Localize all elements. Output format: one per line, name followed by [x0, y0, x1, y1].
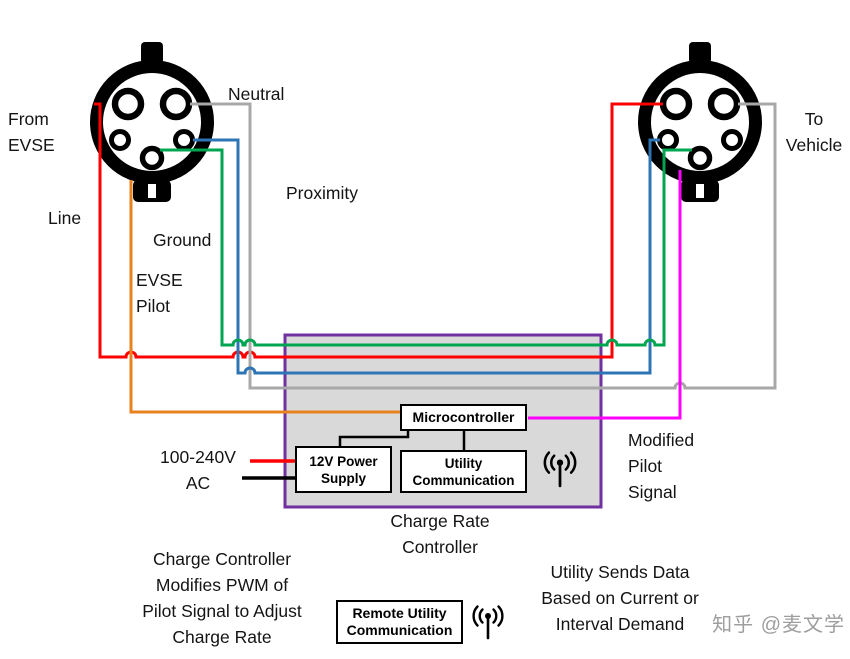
- wire-ground: [160, 148, 692, 347]
- note-charge-controller: Charge Controller Modifies PWM of Pilot …: [142, 549, 302, 647]
- evse-connector: [90, 42, 214, 202]
- remote-utility-communication-box: Remote Utility Communication: [336, 600, 463, 644]
- label-ground: Ground: [153, 230, 212, 250]
- label-modified-pilot-signal: Modified Pilot Signal: [628, 430, 695, 502]
- connector-pin-proximity: [721, 129, 743, 151]
- wire-modified-pilot: [528, 170, 682, 420]
- antenna-icon: [472, 605, 504, 640]
- wire-evse-pilot: [129, 180, 400, 414]
- connector-top-tab: [689, 42, 711, 64]
- connector-notch: [148, 184, 156, 198]
- connector-pin-proximity: [173, 129, 195, 151]
- wire-proximity: [193, 138, 660, 375]
- note-utility-data: Utility Sends Data Based on Current or I…: [541, 562, 699, 634]
- vehicle-connector: [638, 42, 762, 202]
- label-ac-input: 100-240V AC: [160, 447, 236, 493]
- connector-pin-line: [111, 87, 145, 121]
- connector-notch: [696, 184, 704, 198]
- connector-pin-pilot: [109, 129, 131, 151]
- antenna-icon: [543, 451, 577, 488]
- microcontroller-box: Microcontroller: [400, 404, 527, 431]
- connector-pin-pilot: [657, 129, 679, 151]
- label-to-vehicle: To Vehicle: [785, 109, 843, 155]
- label-line: Line: [48, 208, 82, 228]
- watermark-zhihu: 知乎 @麦文学: [712, 614, 845, 636]
- connector-pin-neutral: [159, 87, 193, 121]
- utility-communication-box: Utility Communication: [400, 450, 527, 493]
- connector-pin-line: [659, 87, 693, 121]
- label-from-evse: From EVSE: [8, 109, 55, 155]
- label-evse-pilot: EVSE Pilot: [136, 270, 183, 316]
- connector-pin-ground: [687, 145, 713, 171]
- label-proximity: Proximity: [286, 183, 358, 203]
- connector-top-tab: [141, 42, 163, 64]
- label-neutral: Neutral: [228, 84, 285, 104]
- connector-pin-ground: [139, 145, 165, 171]
- connector-pin-neutral: [707, 87, 741, 121]
- label-charge-rate-controller: Charge Rate Controller: [390, 511, 490, 557]
- power-supply-box: 12V Power Supply: [295, 446, 392, 493]
- wire-supply-to-micro: [338, 431, 410, 450]
